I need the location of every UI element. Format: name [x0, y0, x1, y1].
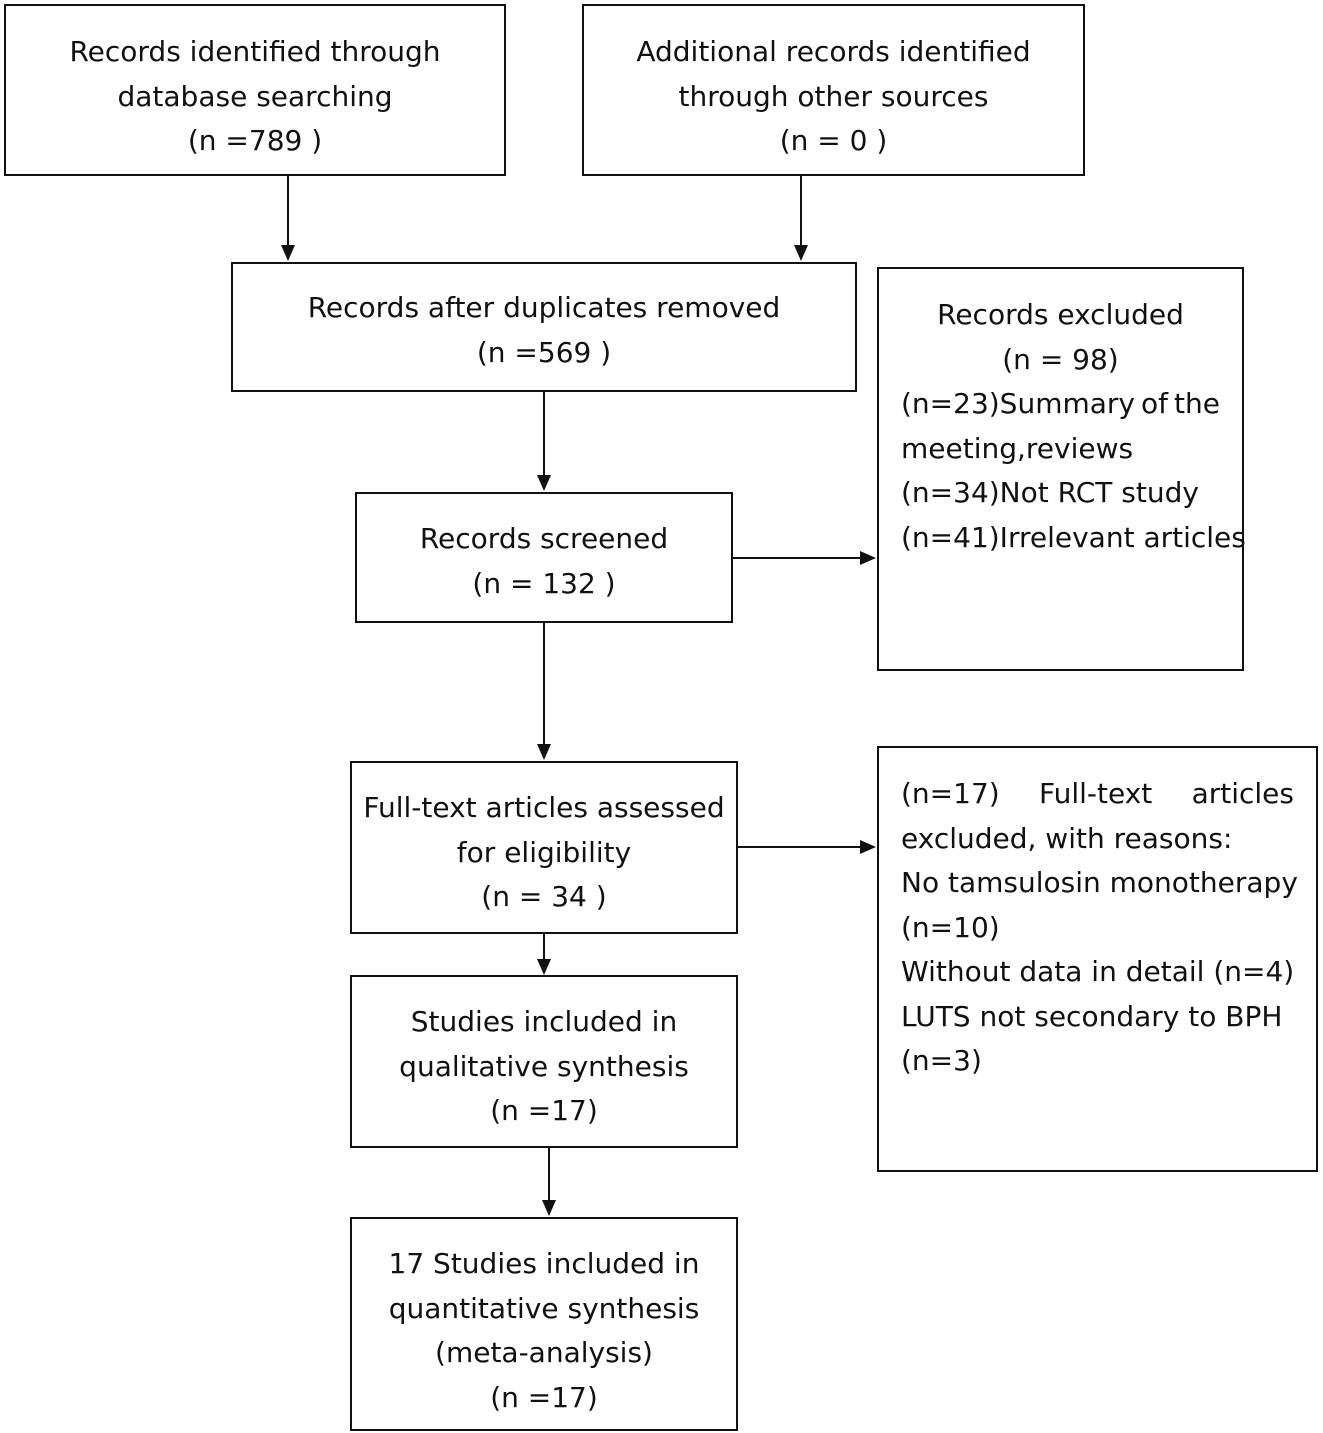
box-line: 17 Studies included in — [388, 1247, 700, 1280]
fulltext-excluded-heading-cont: excluded, with reasons: — [901, 821, 1233, 855]
exclusion-reason-summary-cont: meeting,reviews — [901, 431, 1134, 465]
exclusion-reason-summary: (n=23)Summary of the — [901, 382, 1220, 427]
exclusion-reason-irrelevant: (n=41)Irrelevant articles — [901, 520, 1246, 554]
box-word: articles — [1191, 777, 1294, 810]
box-word: Full-text — [1039, 777, 1153, 810]
fulltext-assessed-box: Full-text articles assessed for eligibil… — [350, 761, 738, 934]
arrowhead — [537, 959, 551, 975]
records-excluded-box: Records excluded (n = 98) (n=23)Summary … — [877, 267, 1246, 671]
box-line: (n =789 ) — [187, 124, 323, 157]
box-line: (n =17) — [490, 1094, 598, 1127]
exclusion-reason-luts: LUTS not secondary to BPH — [901, 999, 1283, 1033]
box-line: through other sources — [678, 79, 989, 113]
box-word: the — [1174, 387, 1220, 420]
qualitative-synthesis-box: Studies included in qualitative synthesi… — [350, 975, 738, 1148]
box-line: (n =569 ) — [476, 335, 612, 369]
exclusion-reason-no-tamsulosin: No tamsulosin monotherapy — [901, 866, 1298, 899]
records-screened-box: Records screened (n = 132 ) — [355, 492, 733, 623]
arrowhead — [860, 840, 876, 854]
box-word: of — [1141, 387, 1169, 420]
records-identified-database-box: Records identified through database sear… — [4, 4, 506, 176]
additional-records-box: Additional records identified through ot… — [582, 4, 1085, 176]
exclusion-reason-no-data: Without data in detail (n=4) — [901, 955, 1295, 988]
records-after-duplicates-box: Records after duplicates removed (n =569… — [231, 262, 857, 392]
box-line: (meta-analysis) — [435, 1336, 653, 1369]
box-line: database searching — [117, 79, 393, 113]
arrowhead — [537, 744, 551, 760]
fulltext-excluded-box: (n=17) Full-text articles excluded, with… — [877, 746, 1318, 1172]
box-line: Records after duplicates removed — [307, 291, 781, 324]
box-word: (n=17) — [901, 777, 1000, 810]
records-excluded-title: Records excluded — [937, 298, 1184, 331]
exclusion-reason-luts-count: (n=3) — [901, 1044, 982, 1077]
arrowhead — [860, 551, 876, 565]
arrowhead — [537, 475, 551, 491]
fulltext-excluded-heading: (n=17) Full-text articles — [901, 772, 1294, 817]
box-line: qualitative synthesis — [399, 1049, 689, 1083]
box-line: Full-text articles assessed — [363, 791, 725, 824]
arrowhead — [542, 1200, 556, 1216]
exclusion-reason-no-tamsulosin-count: (n=10) — [901, 910, 1000, 944]
box-line: Records screened — [419, 522, 669, 555]
box-line: (n = 0 ) — [779, 124, 888, 157]
box-line: (n = 132 ) — [472, 566, 616, 600]
box-line: (n =17) — [490, 1380, 598, 1414]
records-excluded-count: (n = 98) — [1002, 342, 1119, 376]
quantitative-synthesis-box: 17 Studies included in quantitative synt… — [350, 1217, 738, 1431]
arrowhead — [281, 245, 295, 261]
box-line: for eligibility — [456, 835, 632, 869]
arrowhead — [794, 245, 808, 261]
box-line: Studies included in — [410, 1005, 678, 1038]
box-line: (n = 34 ) — [481, 880, 607, 913]
box-word: (n=23)Summary — [901, 387, 1135, 420]
box-line: Additional records identified — [636, 35, 1031, 68]
box-line: Records identified through — [69, 35, 441, 68]
box-line: quantitative synthesis — [388, 1291, 700, 1325]
exclusion-reason-not-rct: (n=34)Not RCT study — [901, 476, 1199, 509]
